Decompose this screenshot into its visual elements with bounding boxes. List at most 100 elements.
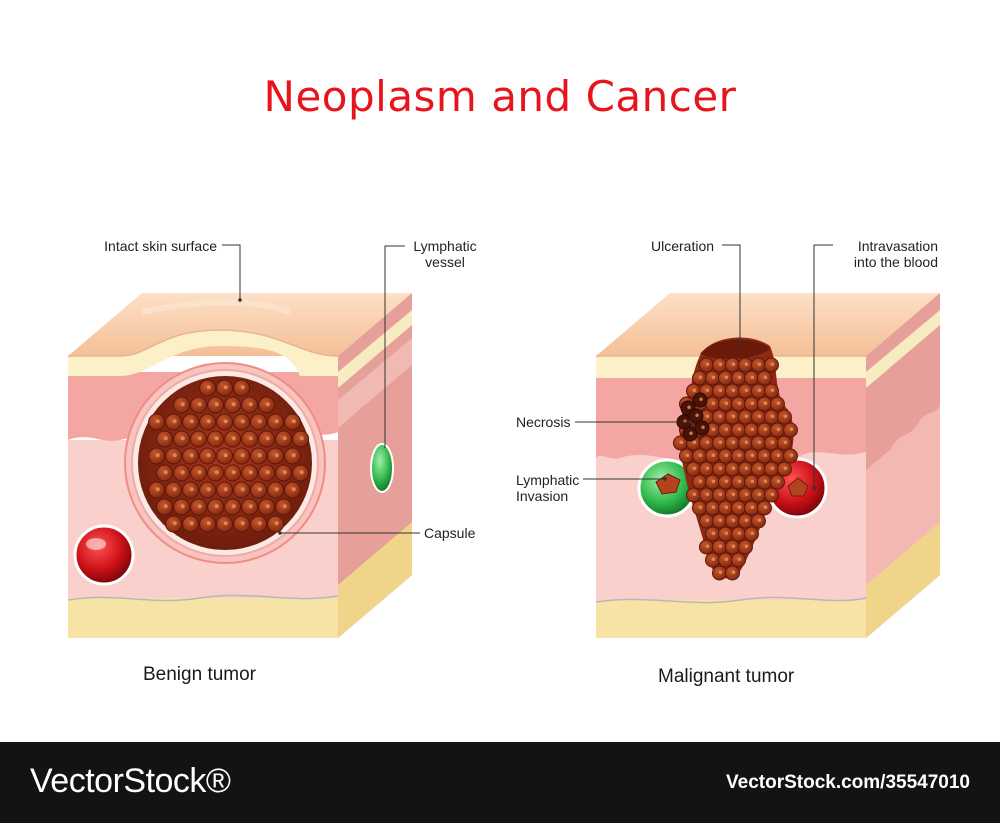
cell-nucleus bbox=[763, 427, 768, 432]
cell-nucleus bbox=[197, 402, 202, 407]
cell-nucleus bbox=[711, 531, 716, 536]
cell-nucleus bbox=[689, 431, 693, 436]
cell-nucleus bbox=[282, 436, 287, 441]
cell-nucleus bbox=[240, 419, 245, 424]
cell-nucleus bbox=[240, 521, 245, 526]
cell-nucleus bbox=[687, 405, 691, 410]
cell-nucleus bbox=[711, 453, 716, 458]
cell-nucleus bbox=[214, 470, 219, 475]
cell-nucleus bbox=[770, 388, 775, 393]
cell-nucleus bbox=[763, 375, 768, 380]
cell-nucleus bbox=[705, 492, 710, 497]
cell-nucleus bbox=[757, 414, 762, 419]
cell-nucleus bbox=[197, 504, 202, 509]
label-capsule: Capsule bbox=[424, 525, 476, 541]
cell-nucleus bbox=[789, 427, 794, 432]
cell-nucleus bbox=[240, 487, 245, 492]
cell-nucleus bbox=[206, 453, 211, 458]
label-lymphatic-invasion-line1: Lymphatic bbox=[516, 472, 580, 488]
cell-nucleus bbox=[757, 518, 762, 523]
cell-nucleus bbox=[698, 453, 703, 458]
cell-nucleus bbox=[206, 385, 211, 390]
caption-malignant-tumor: Malignant tumor bbox=[658, 666, 795, 687]
cell-nucleus bbox=[197, 470, 202, 475]
cell-nucleus bbox=[770, 440, 775, 445]
illustration bbox=[67, 244, 940, 638]
cell-nucleus bbox=[750, 427, 755, 432]
cell-nucleus bbox=[737, 401, 742, 406]
cell-nucleus bbox=[180, 470, 185, 475]
cell-nucleus bbox=[172, 453, 177, 458]
cell-nucleus bbox=[718, 544, 723, 549]
cell-nucleus bbox=[731, 492, 736, 497]
cell-nucleus bbox=[257, 487, 262, 492]
cell-nucleus bbox=[163, 436, 168, 441]
malignant-skin-top bbox=[596, 293, 940, 356]
cell-nucleus bbox=[180, 504, 185, 509]
cell-nucleus bbox=[724, 401, 729, 406]
cell-nucleus bbox=[274, 521, 279, 526]
cell-nucleus bbox=[718, 388, 723, 393]
malignant-leader-lines bbox=[575, 244, 833, 488]
cell-nucleus bbox=[770, 466, 775, 471]
cell-nucleus bbox=[770, 492, 775, 497]
cell-nucleus bbox=[291, 419, 296, 424]
cell-nucleus bbox=[699, 397, 703, 402]
cell-nucleus bbox=[718, 466, 723, 471]
cell-nucleus bbox=[737, 505, 742, 510]
benign-lymphatic-vessel bbox=[370, 443, 394, 493]
cell-nucleus bbox=[692, 466, 697, 471]
cell-nucleus bbox=[789, 453, 794, 458]
cell-nucleus bbox=[718, 440, 723, 445]
cell-nucleus bbox=[692, 440, 697, 445]
cell-nucleus bbox=[240, 385, 245, 390]
cell-nucleus bbox=[223, 453, 228, 458]
cell-nucleus bbox=[257, 453, 262, 458]
cell-nucleus bbox=[274, 419, 279, 424]
footer-bar: VectorStock® VectorStock.com/35547010 bbox=[0, 742, 1000, 823]
cell-nucleus bbox=[189, 419, 194, 424]
cell-nucleus bbox=[265, 402, 270, 407]
cell-nucleus bbox=[750, 453, 755, 458]
cell-nucleus bbox=[231, 504, 236, 509]
cell-nucleus bbox=[223, 385, 228, 390]
cell-nucleus bbox=[724, 479, 729, 484]
cell-nucleus bbox=[705, 414, 710, 419]
cell-nucleus bbox=[231, 402, 236, 407]
cell-nucleus bbox=[685, 453, 690, 458]
cell-nucleus bbox=[744, 414, 749, 419]
cell-nucleus bbox=[724, 375, 729, 380]
cell-nucleus bbox=[763, 505, 768, 510]
label-lymphatic-invasion: Lymphatic Invasion bbox=[516, 472, 579, 504]
cell-nucleus bbox=[705, 362, 710, 367]
cell-nucleus bbox=[711, 401, 716, 406]
cell-nucleus bbox=[711, 557, 716, 562]
footer-image-url: VectorStock.com/35547010 bbox=[726, 772, 970, 793]
benign-blood-vessel bbox=[73, 524, 135, 586]
cell-nucleus bbox=[731, 466, 736, 471]
cell-nucleus bbox=[711, 479, 716, 484]
caption-benign-tumor: Benign tumor bbox=[143, 664, 257, 685]
label-lymphatic-vessel: Lymphatic vessel bbox=[400, 238, 490, 270]
cell-nucleus bbox=[731, 518, 736, 523]
label-ulceration: Ulceration bbox=[651, 238, 715, 254]
cell-nucleus bbox=[155, 487, 160, 492]
page-title: Neoplasm and Cancer bbox=[263, 72, 737, 121]
cell-nucleus bbox=[757, 388, 762, 393]
cell-nucleus bbox=[776, 401, 781, 406]
footer-brand-logo: VectorStock® bbox=[30, 762, 231, 800]
cell-nucleus bbox=[214, 504, 219, 509]
label-lymphatic-invasion-line2: Invasion bbox=[516, 488, 569, 504]
cell-nucleus bbox=[683, 419, 687, 424]
cell-nucleus bbox=[265, 470, 270, 475]
cell-nucleus bbox=[770, 362, 775, 367]
cell-nucleus bbox=[783, 414, 788, 419]
cell-nucleus bbox=[783, 440, 788, 445]
cell-nucleus bbox=[737, 531, 742, 536]
cell-nucleus bbox=[718, 414, 723, 419]
cell-nucleus bbox=[744, 388, 749, 393]
cell-nucleus bbox=[750, 479, 755, 484]
cell-nucleus bbox=[282, 470, 287, 475]
cell-nucleus bbox=[163, 504, 168, 509]
